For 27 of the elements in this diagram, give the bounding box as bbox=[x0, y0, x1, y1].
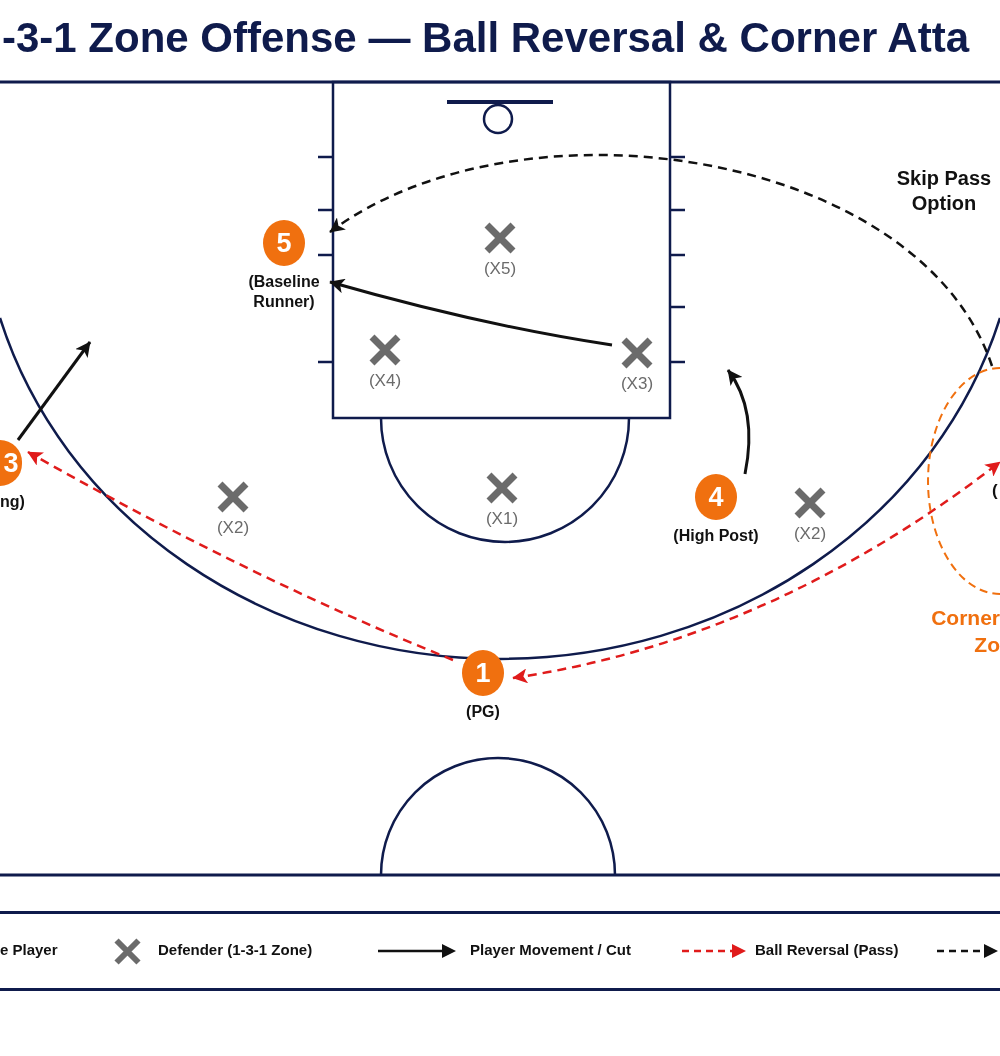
text-fragment: ( bbox=[992, 481, 998, 502]
player-marker: 1 bbox=[462, 650, 504, 696]
defender-label: (X1) bbox=[485, 509, 519, 530]
legend-text: Player Movement / Cut bbox=[470, 941, 631, 959]
legend-text: e Player bbox=[0, 941, 58, 959]
arrow bbox=[329, 278, 613, 347]
defender-label: (X2) bbox=[793, 524, 827, 545]
player-label: (High Post) bbox=[673, 526, 759, 546]
player-label: ng) bbox=[0, 492, 25, 512]
player-marker: 5 bbox=[263, 220, 305, 266]
arrow bbox=[726, 369, 751, 475]
defender-label: (X3) bbox=[620, 374, 654, 395]
defender-label: (X2) bbox=[216, 518, 250, 539]
zone-label: Corner Zo bbox=[930, 605, 1000, 659]
dashed-arrow bbox=[27, 450, 454, 662]
defender-label: (X4) bbox=[368, 371, 402, 392]
player-label: (PG) bbox=[466, 702, 500, 722]
legend-text: Ball Reversal (Pass) bbox=[755, 941, 899, 959]
player-marker: 3 bbox=[0, 440, 22, 486]
player-label: (Baseline Runner) bbox=[247, 272, 321, 313]
legend-text: Defender (1-3-1 Zone) bbox=[158, 941, 313, 959]
dashed-arrow bbox=[512, 461, 1000, 683]
dashed-arrow bbox=[329, 154, 994, 367]
player-marker: 4 bbox=[695, 474, 737, 520]
defender-label: (X5) bbox=[483, 259, 517, 280]
arrow bbox=[16, 341, 92, 441]
diagram-title: -3-1 Zone Offense — Ball Reversal & Corner Atta bbox=[2, 13, 970, 63]
